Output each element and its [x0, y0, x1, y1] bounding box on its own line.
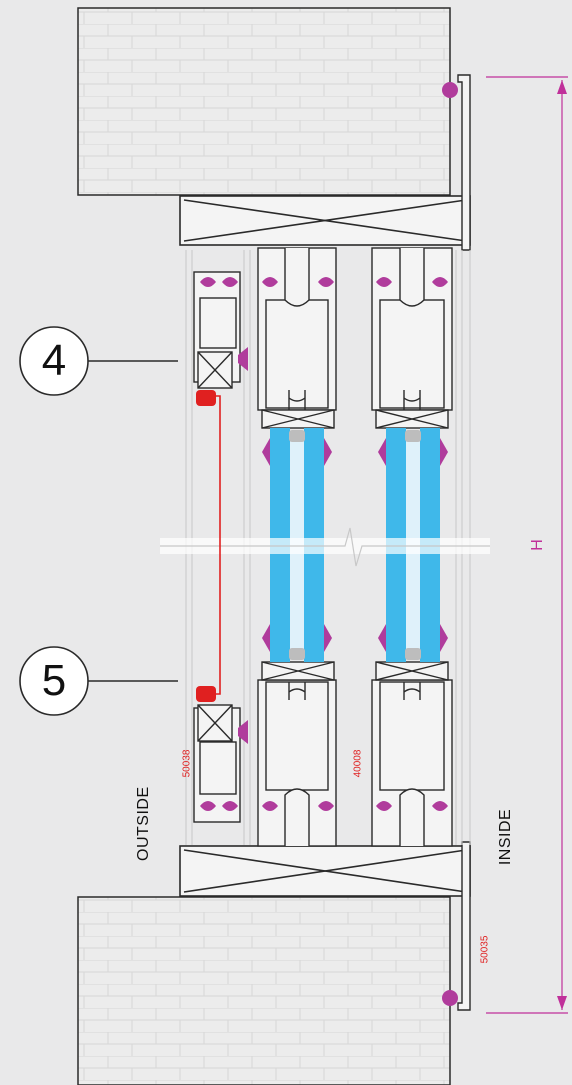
callout-5-marker: [19, 646, 178, 716]
perimeter-seal: [196, 390, 221, 702]
part-code-outer-frame: 50038: [181, 749, 193, 778]
part-code-inner-trim: 50035: [479, 935, 491, 964]
callout-5-number: 5: [41, 656, 67, 705]
setting-blocks: [289, 430, 421, 660]
gaskets: [200, 82, 458, 1006]
callout-4-number: 4: [41, 336, 67, 385]
top-wall: [77, 7, 451, 196]
height-dimension-label: H: [529, 539, 546, 551]
outer-frame-top: [193, 271, 241, 389]
sash-1-top: [257, 247, 337, 429]
sash-1-bottom: [257, 661, 337, 847]
break-line: [160, 527, 490, 567]
bottom-wall: [77, 896, 451, 1085]
bottom-sill-frame: [179, 845, 471, 897]
outside-label: OUTSIDE: [135, 786, 152, 861]
sash-2-bottom: [371, 661, 453, 847]
top-head-frame: [179, 195, 471, 246]
part-code-mid-section: 40008: [352, 749, 364, 778]
callout-4-marker: [19, 326, 178, 396]
inside-label: INSIDE: [497, 808, 514, 866]
height-dimension: [486, 76, 568, 1014]
sash-2-top: [371, 247, 453, 429]
